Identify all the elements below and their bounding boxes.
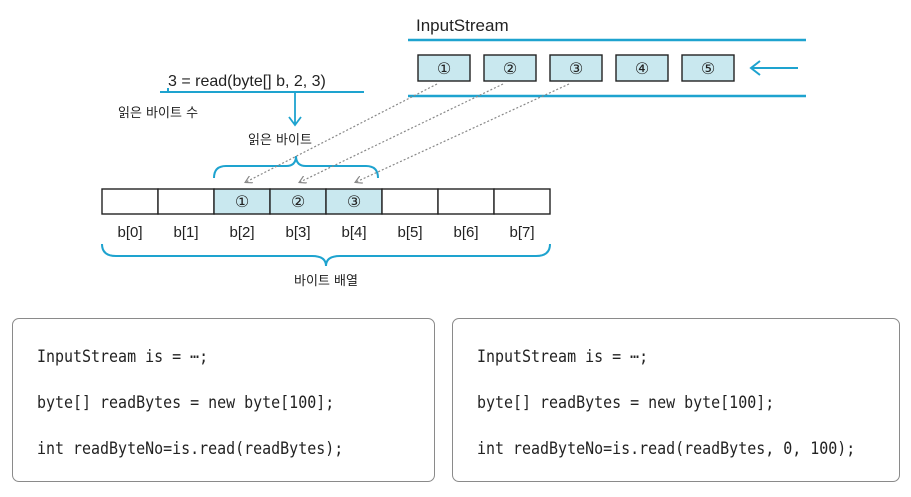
byte-cell-5 — [381, 188, 439, 215]
input-stream-title: InputStream — [416, 16, 509, 35]
code-line: InputStream is = ⋯; — [37, 347, 209, 367]
byte-index-labels: b[0] b[1] b[2] b[3] b[4] b[5] b[6] b[7] — [117, 224, 534, 241]
code-panel-left: InputStream is = ⋯; byte[] readBytes = n… — [12, 318, 435, 482]
stream-cell-2-label: ② — [503, 59, 517, 78]
byte-index-2: b[2] — [229, 224, 254, 241]
stream-cell-3-label: ③ — [569, 59, 583, 78]
code-line: int readByteNo=is.read(readBytes, 0, 100… — [477, 439, 856, 459]
bytes-read-label: 읽은 바이트 — [248, 133, 312, 148]
stream-cell-1 — [417, 54, 471, 82]
transfer-arrow-2 — [300, 83, 504, 182]
byte-cell-6 — [437, 188, 495, 215]
byte-cell-3-label: ② — [291, 192, 305, 211]
stream-cell-5-label: ⑤ — [701, 59, 715, 78]
byte-array-label: 바이트 배열 — [294, 274, 358, 289]
stream-cell-5 — [681, 54, 735, 82]
stream-cell-3 — [549, 54, 603, 82]
code-line: int readByteNo=is.read(readBytes); — [37, 439, 344, 459]
byte-cell-3 — [269, 188, 327, 215]
byte-index-0: b[0] — [117, 224, 142, 241]
stream-cell-4-label: ④ — [635, 59, 649, 78]
stream-cell-1-label: ① — [437, 59, 451, 78]
stream-cells: ① ② ③ ④ ⑤ — [417, 54, 735, 82]
byte-array: ① ② ③ — [101, 188, 551, 215]
transfer-arrow-3 — [356, 83, 570, 182]
byte-index-1: b[1] — [173, 224, 198, 241]
byte-cell-1 — [157, 188, 215, 215]
stream-diagram: InputStream ① ② ③ ④ ⑤ 3 = read(byte[] b,… — [101, 16, 806, 289]
byte-index-6: b[6] — [453, 224, 478, 241]
byte-index-3: b[3] — [285, 224, 310, 241]
stream-cell-4 — [615, 54, 669, 82]
byte-index-4: b[4] — [341, 224, 366, 241]
bytes-read-count-label: 읽은 바이트 수 — [118, 106, 198, 121]
byte-cell-7 — [493, 188, 551, 215]
byte-index-5: b[5] — [397, 224, 422, 241]
byte-cell-4-label: ③ — [347, 192, 361, 211]
stream-cell-2 — [483, 54, 537, 82]
byte-cell-4 — [325, 188, 383, 215]
byte-array-brace — [101, 243, 551, 267]
read-call-expression: 3 = read(byte[] b, 2, 3) — [168, 73, 326, 90]
read-call-pointer-icon — [288, 92, 302, 127]
transfer-arrows — [246, 83, 570, 182]
byte-cell-2 — [213, 188, 271, 215]
code-line: InputStream is = ⋯; — [477, 347, 649, 367]
stream-flow-arrow-icon — [749, 60, 798, 76]
code-line: byte[] readBytes = new byte[100]; — [37, 393, 335, 413]
code-panel-right: InputStream is = ⋯; byte[] readBytes = n… — [452, 318, 900, 482]
byte-index-7: b[7] — [509, 224, 534, 241]
byte-cell-2-label: ① — [235, 192, 249, 211]
byte-cell-0 — [101, 188, 159, 215]
bytes-read-brace — [213, 155, 379, 179]
code-line: byte[] readBytes = new byte[100]; — [477, 393, 775, 413]
